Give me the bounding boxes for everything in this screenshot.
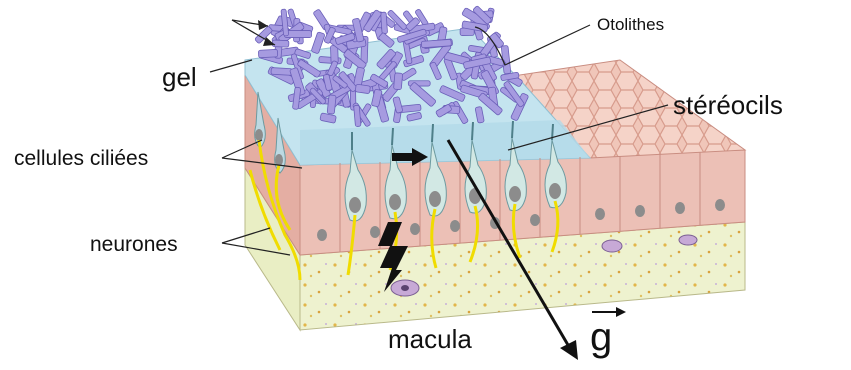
otolith-crystal [258,49,277,57]
label-neurones: neurones [90,233,178,256]
label-cellules-ciliees: cellules ciliées [14,147,148,170]
vector-g-symbol: g [590,307,626,359]
label-macula: macula [388,324,472,354]
label-g: g [590,315,612,359]
otolith-crystal [394,73,403,90]
label-stereocils: stéréocils [673,90,783,120]
otolith-crystal [272,40,289,47]
otolith-crystal [381,12,388,34]
otolith-crystal [355,84,370,94]
otolith-crystal [271,68,292,76]
label-gel: gel [162,62,197,92]
otolith-crystal [327,95,336,114]
label-otolithes: Otolithes [597,15,664,34]
